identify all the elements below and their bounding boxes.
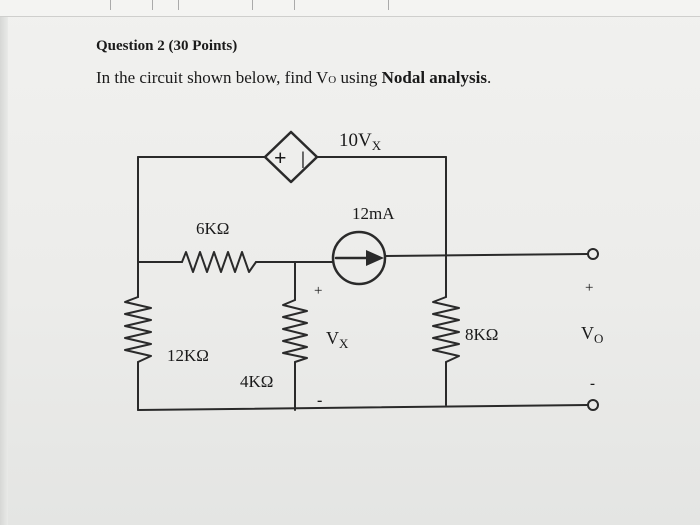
question-title: Question 2 (30 Points) <box>96 38 238 54</box>
question-prompt: In the circuit shown below, find VO usin… <box>96 68 491 88</box>
strip-tick <box>294 0 295 10</box>
strip-tick <box>388 0 389 10</box>
prompt-bold: Nodal analysis <box>381 68 487 87</box>
vo-label: VO <box>581 323 603 346</box>
resistor-12k-label: 12KΩ <box>167 346 209 365</box>
current-arrow-head <box>366 250 384 266</box>
vo-terminal-top[interactable] <box>587 248 599 260</box>
current-source <box>331 230 387 286</box>
dep-source-minus: | <box>301 148 305 168</box>
resistor-8k-label: 8KΩ <box>465 325 498 344</box>
resistor-12k <box>124 296 152 363</box>
prompt-subscript: O <box>328 74 337 86</box>
vx-label: VX <box>326 328 349 351</box>
strip-tick <box>252 0 253 10</box>
prompt-suffix: . <box>486 68 492 87</box>
dep-source-label: 10VX <box>339 130 382 153</box>
vo-plus: + <box>585 280 593 296</box>
wire-mid-right <box>384 253 589 257</box>
vo-terminal-bottom[interactable] <box>587 399 599 411</box>
dep-source-plus: + <box>274 145 287 170</box>
dependent-voltage-source <box>263 130 319 184</box>
wire-bottom <box>137 404 589 411</box>
vx-minus: - <box>317 392 322 409</box>
prompt-prefix: In the circuit shown below, find V <box>96 68 329 87</box>
vx-plus: + <box>314 283 322 299</box>
strip-tick <box>110 0 111 10</box>
worksheet-page <box>8 0 700 525</box>
resistor-6k <box>181 251 257 273</box>
strip-tick <box>152 0 153 10</box>
top-strip <box>0 0 700 17</box>
resistor-8k <box>432 296 460 363</box>
page-edge-shadow <box>0 0 8 525</box>
resistor-4k <box>282 299 308 363</box>
strip-tick <box>178 0 179 10</box>
resistor-4k-label: 4KΩ <box>240 372 273 391</box>
prompt-middle: using <box>336 68 382 87</box>
vo-minus: - <box>590 376 595 392</box>
current-source-label: 12mA <box>352 204 395 223</box>
resistor-6k-label: 6KΩ <box>196 219 229 238</box>
